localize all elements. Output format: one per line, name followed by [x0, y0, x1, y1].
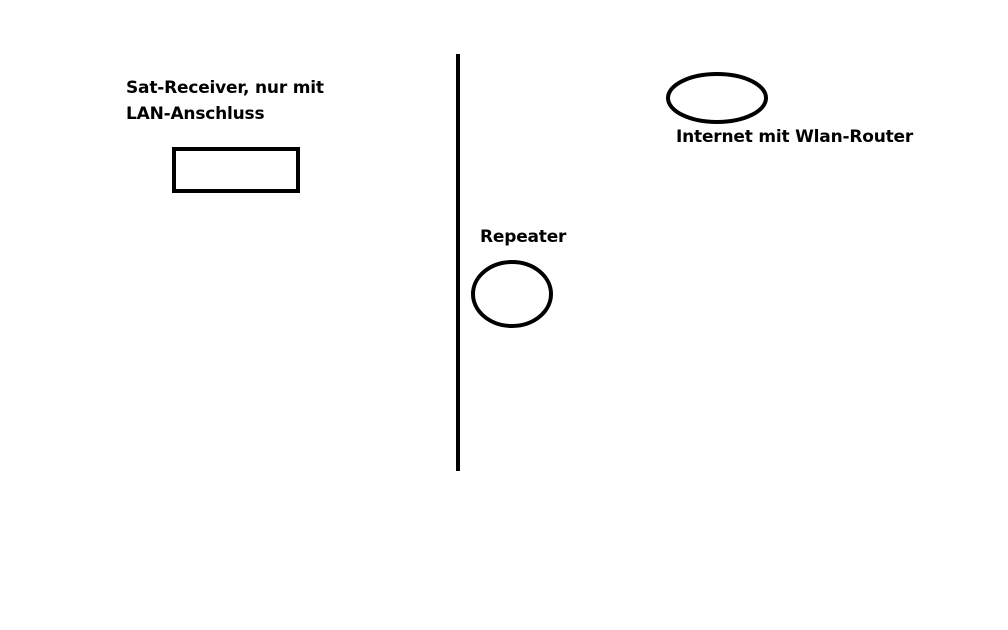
sat-receiver-label-line1: Sat-Receiver, nur mit: [126, 78, 324, 98]
internet-router-label: Internet mit Wlan-Router: [676, 127, 914, 147]
repeater-label: Repeater: [480, 227, 567, 247]
sat-receiver-label-line2: LAN-Anschluss: [126, 104, 265, 124]
repeater-ellipse: [471, 260, 553, 328]
sat-receiver-box: [172, 147, 300, 193]
internet-router-ellipse: [666, 72, 768, 124]
